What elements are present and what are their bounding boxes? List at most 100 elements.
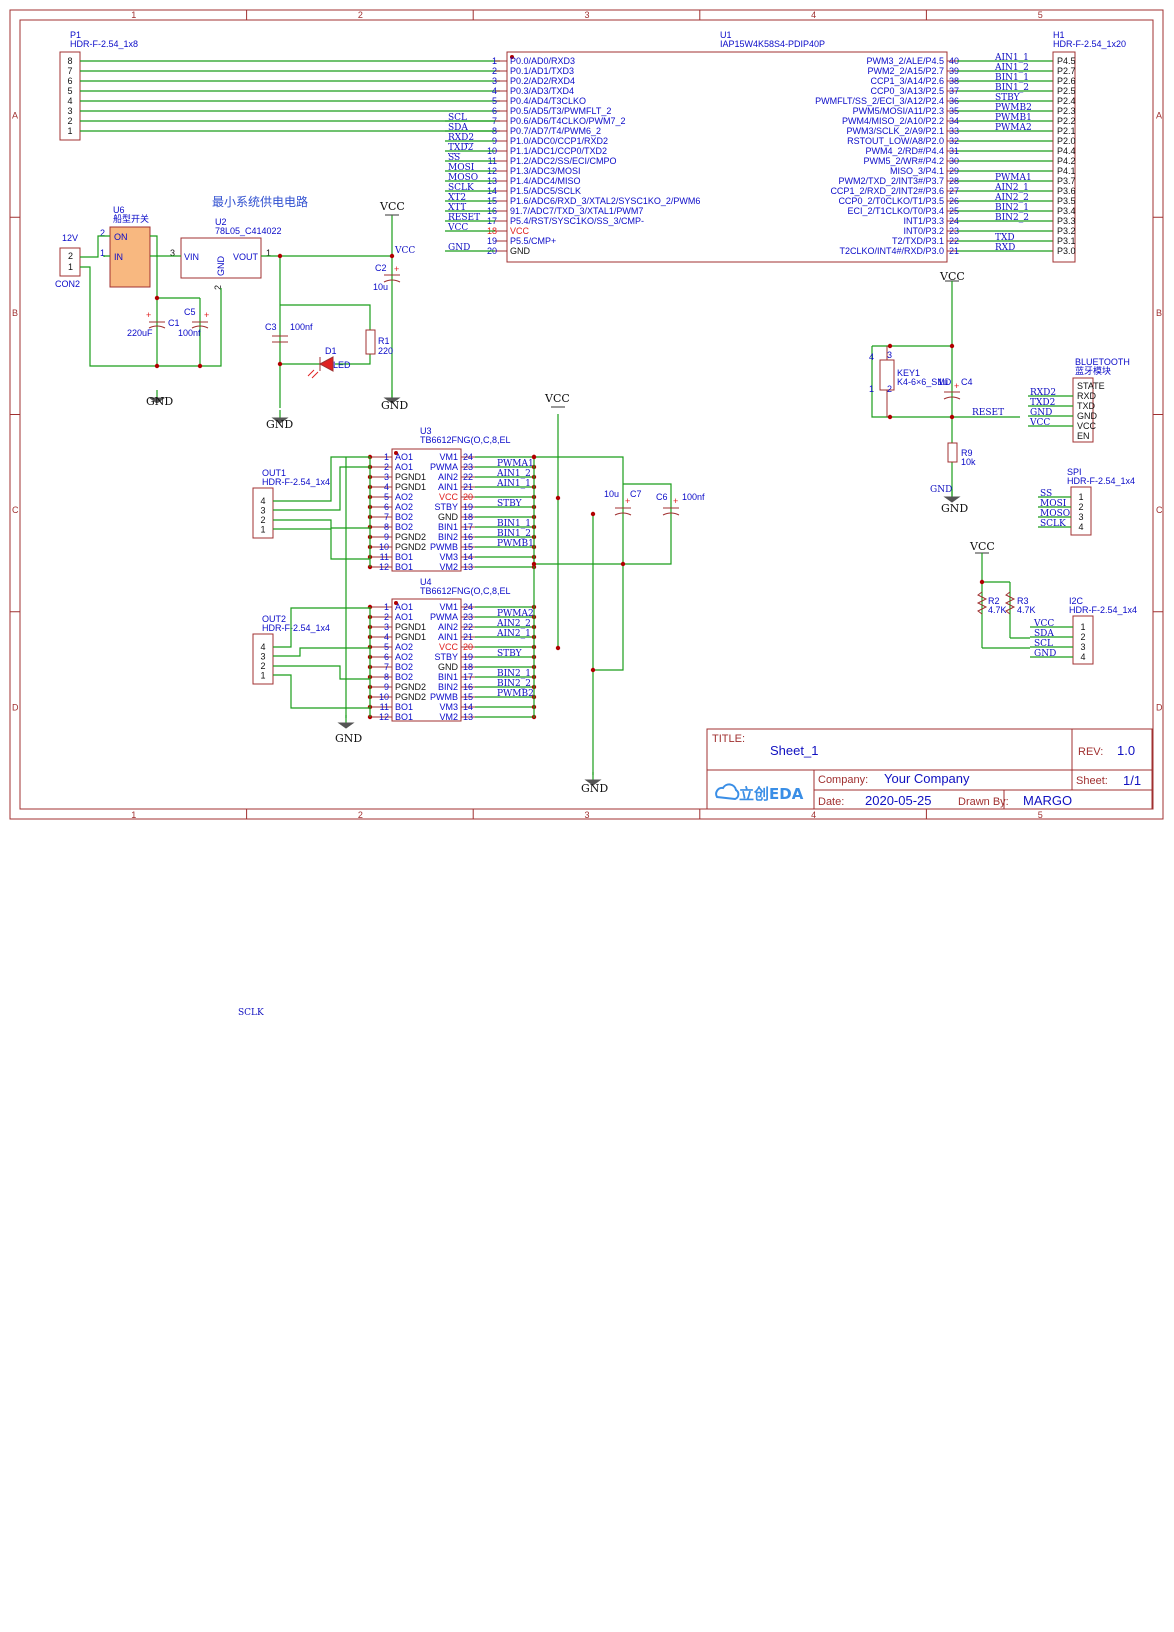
frame-col-top-4: 4: [811, 10, 816, 20]
d1-led: D1 LED: [307, 346, 351, 379]
u6-pin2: 2: [100, 228, 105, 238]
frame-col-top-3: 3: [585, 10, 590, 20]
u1-pin-num-1: 1: [492, 56, 497, 66]
bt-net-vcc: VCC: [1029, 418, 1050, 428]
u4-pin-name-16: BIN2: [438, 682, 458, 692]
h1-pin-17: P3.3: [1057, 216, 1076, 226]
u4-pin-name-24: VM1: [439, 602, 458, 612]
u4-pin-num-19: 19: [463, 652, 473, 662]
h1-pin-14: P3.6: [1057, 186, 1076, 196]
frame-col-bottom-1: 1: [131, 810, 136, 820]
u1-ref: U1: [720, 30, 732, 40]
frame-row-right-A: A: [1156, 111, 1162, 121]
out1-pin-2: 2: [260, 515, 265, 525]
spi-net-moso: MOSO: [1040, 509, 1070, 519]
u3-pin-num-11: 11: [380, 552, 389, 562]
h1-pin-6: P2.3: [1057, 106, 1076, 116]
out2-ref: OUT2: [262, 614, 286, 624]
u1-pin-num-33: 33: [949, 126, 959, 136]
u4-pin-name-7: BO2: [395, 662, 413, 672]
u3-net-16: BIN1_2: [497, 529, 531, 539]
u1-pin-name-16: 91.7/ADC7/TXD_3/XTAL1/PWM7: [510, 206, 643, 216]
h1-pin-1: P4.5: [1057, 56, 1076, 66]
c5-value: 100nf: [178, 328, 201, 338]
rev-value: 1.0: [1117, 743, 1135, 758]
r2-value: 4.7K: [988, 605, 1007, 615]
u4-pin-num-17: 17: [463, 672, 473, 682]
u1-net-24: BIN2_2: [995, 213, 1029, 223]
u1-pin-name-4: P0.3/AD3/TXD4: [510, 86, 574, 96]
u3-pin-name-8: BO2: [395, 522, 413, 532]
u3-pin-name-9: PGND2: [395, 532, 426, 542]
key1-ref: KEY1: [897, 368, 920, 378]
u4-pin-name-14: VM3: [439, 702, 458, 712]
u1-pin-name-14: P1.5/ADC5/SCLK: [510, 186, 581, 196]
u4-pin-name-5: AO2: [395, 642, 413, 652]
sheet-title: Sheet_1: [770, 743, 818, 758]
u1-pin-name-7: P0.6/AD6/T4CLKO/PWM7_2: [510, 116, 626, 126]
u1-pin-name-21: T2CLKO/INT4#/RXD/P3.0: [839, 246, 944, 256]
svg-text:+: +: [954, 381, 959, 391]
u1-pin-num-4: 4: [492, 86, 497, 96]
spi-pin-4: 4: [1078, 522, 1083, 532]
u1-pin-name-3: P0.2/AD2/RXD4: [510, 76, 575, 86]
u1-net-40: AIN1_1: [994, 53, 1029, 63]
c2-capacitor: + C2 10u: [373, 263, 401, 292]
u2-vin: VIN: [184, 252, 199, 262]
drawn-by-value: MARGO: [1023, 793, 1072, 808]
key1-switch: 4 3 1 2 KEY1 K4-6×6_SMD: [869, 346, 952, 417]
u6-switch-body: [109, 226, 151, 288]
u4-pin-name-1: AO1: [395, 602, 413, 612]
p1-pin-7: 7: [67, 66, 72, 76]
r3-ref: R3: [1017, 596, 1029, 606]
h1-ref: H1: [1053, 30, 1065, 40]
spi-pin-2: 2: [1078, 502, 1083, 512]
c4-value: 1u: [938, 377, 948, 387]
u1-pin-num-39: 39: [949, 66, 959, 76]
u1-pin-num-2: 2: [492, 66, 497, 76]
u4-pin-num-8: 8: [384, 672, 389, 682]
u4-pin-name-11: BO1: [395, 702, 413, 712]
frame-row-left-C: C: [12, 505, 19, 515]
reset-net-label: RESET: [972, 408, 1004, 418]
frame-col-top-5: 5: [1038, 10, 1043, 20]
u4-pin-name-17: BIN1: [438, 672, 458, 682]
i2c-vcc-symbol: VCC: [969, 540, 995, 554]
c1-value: 220uF: [127, 328, 153, 338]
u1-pin-num-24: 24: [949, 216, 959, 226]
u4-pin-num-11: 11: [380, 702, 389, 712]
spi-net-mosi: MOSI: [1040, 499, 1067, 509]
logo-text: 立创EDA: [739, 785, 804, 803]
u3-net-23: PWMA1: [497, 459, 534, 469]
u4-net-22: AIN2_2: [496, 619, 531, 629]
u4-pin-name-18: GND: [438, 662, 459, 672]
u1-net-28: PWMA1: [995, 173, 1032, 183]
u3-pin-num-14: 14: [463, 552, 473, 562]
lceda-logo: 立创EDA: [715, 783, 804, 803]
u1-pin-num-26: 26: [949, 196, 959, 206]
u3-pin-name-17: BIN1: [438, 522, 458, 532]
u4-pin-num-15: 15: [463, 692, 473, 702]
svg-text:+: +: [146, 310, 151, 320]
h1-pin-11: P4.2: [1057, 156, 1076, 166]
r9-ref: R9: [961, 448, 973, 458]
u1-pin-num-22: 22: [949, 236, 959, 246]
c1-ref: C1: [168, 318, 180, 328]
u1-net-20: GND: [448, 243, 470, 253]
u1-net-35: PWMB2: [995, 103, 1032, 113]
u4-pin-name-12: BO1: [395, 712, 413, 722]
frame-row-left-A: A: [12, 111, 18, 121]
frame-row-right-D: D: [1156, 702, 1163, 712]
frame-col-bottom-4: 4: [811, 810, 816, 820]
u1-pin-name-20: GND: [510, 246, 531, 256]
c3-value: 100nf: [290, 322, 313, 332]
p1-pin-2: 2: [67, 116, 72, 126]
driver-vcc-symbol: VCC: [544, 392, 570, 408]
u4-pin-num-7: 7: [384, 662, 389, 672]
u3-net-15: PWMB1: [497, 539, 534, 549]
h1-pin-16: P3.4: [1057, 206, 1076, 216]
u3-pin-name-18: GND: [438, 512, 459, 522]
u1-net-37: BIN1_2: [995, 83, 1029, 93]
u1-pin-name-29: MISO_3/P4.1: [890, 166, 944, 176]
